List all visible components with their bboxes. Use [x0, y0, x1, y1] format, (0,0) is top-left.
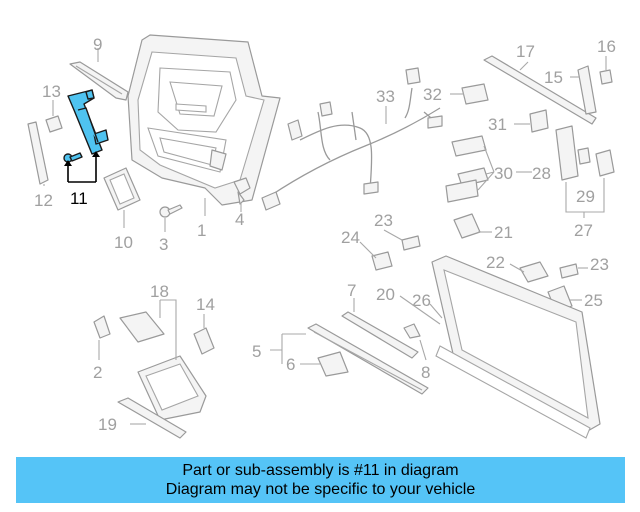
callout-2: 2 — [93, 363, 102, 382]
parts-diagram: 9 1 10 3 4 13 12 — [27, 34, 616, 439]
part-1-door-panel[interactable] — [127, 34, 281, 206]
part-23-b[interactable] — [559, 263, 579, 279]
callout-8: 8 — [421, 363, 430, 382]
callout-18: 18 — [150, 282, 169, 301]
part-5[interactable] — [307, 323, 429, 395]
part-16[interactable] — [599, 69, 613, 85]
part-30[interactable] — [445, 135, 489, 203]
part-12[interactable] — [27, 121, 49, 185]
callout-1: 1 — [197, 221, 206, 240]
callout-29: 29 — [576, 187, 595, 206]
part-15[interactable] — [577, 65, 597, 115]
callout-9: 9 — [93, 35, 102, 54]
part-24[interactable] — [371, 251, 393, 271]
part-7[interactable] — [341, 311, 419, 359]
callout-3: 3 — [159, 235, 168, 254]
part-19[interactable] — [117, 397, 187, 439]
callout-17: 17 — [516, 42, 535, 61]
callout-32: 32 — [423, 85, 442, 104]
part-6[interactable] — [317, 351, 349, 377]
callout-11: 11 — [70, 189, 88, 208]
part-18[interactable] — [119, 311, 207, 421]
callout-30: 30 — [494, 164, 513, 183]
part-32[interactable] — [461, 83, 489, 105]
part-29[interactable] — [555, 125, 615, 181]
callout-33: 33 — [376, 87, 395, 106]
callout-6: 6 — [286, 355, 295, 374]
part-21[interactable] — [453, 213, 481, 239]
callout-20: 20 — [376, 285, 395, 304]
callout-22: 22 — [486, 253, 505, 272]
part-14[interactable] — [193, 327, 215, 355]
part-10[interactable] — [103, 167, 141, 211]
banner-line-2: Diagram may not be specific to your vehi… — [165, 481, 476, 498]
part-11-highlighted[interactable] — [63, 89, 109, 163]
callout-7: 7 — [347, 281, 356, 300]
part-9[interactable] — [69, 61, 129, 101]
part-26-sunshade[interactable] — [431, 255, 601, 439]
callout-21: 21 — [494, 223, 513, 242]
callout-14: 14 — [196, 295, 215, 314]
callout-31: 31 — [488, 115, 507, 134]
part-13[interactable] — [45, 115, 63, 133]
part-22[interactable] — [519, 261, 549, 283]
part-17[interactable] — [483, 55, 597, 125]
callout-10: 10 — [114, 233, 133, 252]
part-8[interactable] — [403, 323, 421, 339]
part-3[interactable] — [159, 204, 183, 218]
callout-4: 4 — [235, 210, 244, 229]
callout-27: 27 — [574, 221, 593, 240]
part-31[interactable] — [529, 109, 549, 133]
callout-16: 16 — [597, 37, 616, 56]
part-33-wiring-harness[interactable] — [261, 67, 443, 211]
callout-23-b: 23 — [590, 255, 609, 274]
callout-12: 12 — [34, 191, 53, 210]
part-23-a[interactable] — [401, 235, 421, 251]
callout-13: 13 — [42, 82, 61, 101]
banner-line-1: Part or sub-assembly is #11 in diagram — [182, 462, 459, 479]
info-banner: Part or sub-assembly is #11 in diagram D… — [16, 457, 625, 503]
callout-23-a: 23 — [374, 211, 393, 230]
callout-28: 28 — [532, 164, 551, 183]
callout-15: 15 — [544, 68, 563, 87]
callout-24: 24 — [341, 228, 360, 247]
callout-19: 19 — [98, 415, 117, 434]
callout-5: 5 — [252, 342, 261, 361]
part-4[interactable] — [233, 177, 251, 205]
callout-26: 26 — [412, 291, 431, 310]
callout-25: 25 — [584, 291, 603, 310]
part-2[interactable] — [93, 315, 111, 339]
